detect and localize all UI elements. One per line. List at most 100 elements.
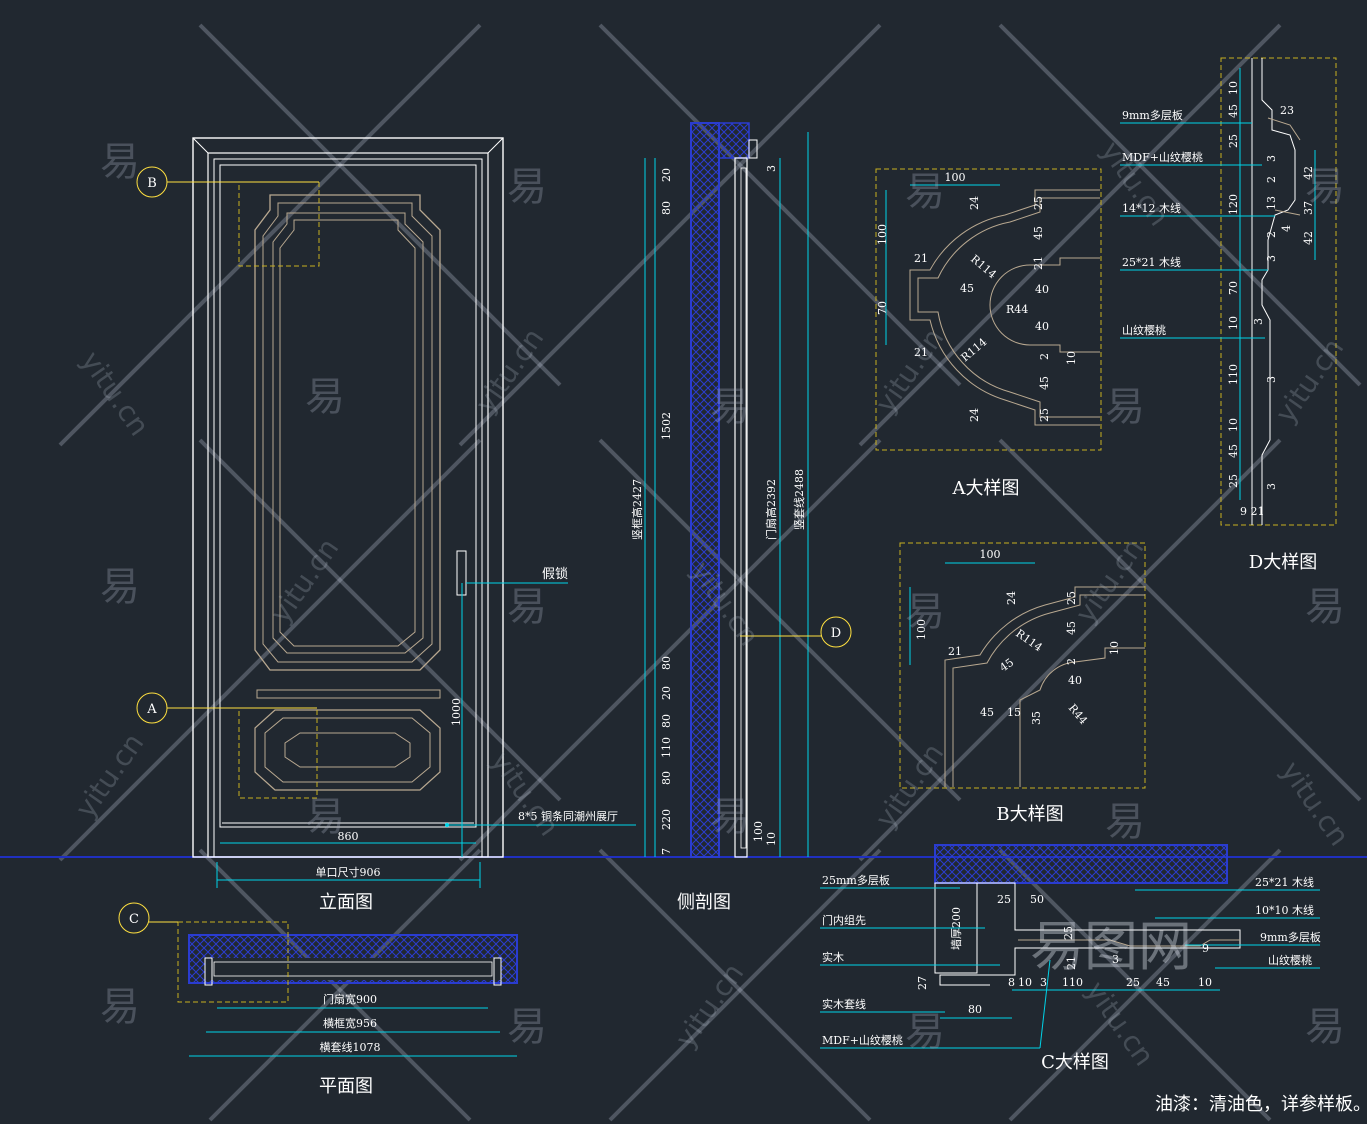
svg-text:易: 易 bbox=[100, 564, 140, 610]
svg-text:7: 7 bbox=[660, 848, 673, 855]
svg-text:70: 70 bbox=[1227, 281, 1240, 295]
svg-text:120: 120 bbox=[1227, 194, 1240, 215]
dim-plan-leaf: 门扇宽900 bbox=[323, 992, 377, 1006]
svg-text:25: 25 bbox=[1032, 196, 1045, 210]
detail-a-title: A大样图 bbox=[952, 478, 1020, 499]
svg-text:R44: R44 bbox=[1066, 702, 1090, 727]
svg-text:10: 10 bbox=[1227, 418, 1240, 432]
svg-text:100: 100 bbox=[980, 548, 1001, 561]
svg-text:21: 21 bbox=[1032, 256, 1045, 270]
svg-text:15: 15 bbox=[1007, 706, 1021, 719]
svg-text:2: 2 bbox=[1065, 658, 1078, 665]
svg-text:3: 3 bbox=[1112, 953, 1119, 966]
svg-text:70: 70 bbox=[876, 301, 889, 315]
svg-text:门内组先: 门内组先 bbox=[822, 913, 866, 927]
svg-text:20: 20 bbox=[660, 168, 673, 182]
section-title: 侧剖图 bbox=[677, 892, 731, 913]
svg-text:yitu.cn: yitu.cn bbox=[1274, 755, 1356, 852]
svg-text:3: 3 bbox=[1252, 318, 1265, 325]
svg-text:易: 易 bbox=[1305, 164, 1345, 210]
callout-d-letter: D bbox=[831, 626, 841, 641]
svg-text:易: 易 bbox=[710, 794, 750, 840]
svg-text:25: 25 bbox=[1065, 591, 1078, 605]
svg-text:20: 20 bbox=[660, 686, 673, 700]
svg-text:10: 10 bbox=[1227, 81, 1240, 95]
detail-d-dims-right: 23 42 37 42 3 2 13 4 2 3 3 3 3 bbox=[1252, 104, 1315, 490]
svg-text:110: 110 bbox=[1227, 364, 1240, 385]
watermark-logo: 易图网 bbox=[1030, 915, 1192, 978]
svg-text:21: 21 bbox=[948, 645, 962, 658]
svg-text:24: 24 bbox=[968, 196, 981, 210]
svg-text:10: 10 bbox=[1018, 976, 1032, 989]
svg-text:14*12 木线: 14*12 木线 bbox=[1122, 201, 1181, 215]
svg-text:3: 3 bbox=[1040, 976, 1047, 989]
dim-top: 3 bbox=[765, 165, 778, 172]
svg-text:yitu.cn: yitu.cn bbox=[669, 957, 751, 1054]
svg-text:9mm多层板: 9mm多层板 bbox=[1260, 930, 1321, 944]
svg-text:25: 25 bbox=[1062, 926, 1075, 940]
svg-text:MDF+山纹樱桃: MDF+山纹樱桃 bbox=[1122, 150, 1203, 164]
svg-text:45: 45 bbox=[980, 706, 994, 719]
dim-opening: 单口尺寸906 bbox=[316, 865, 381, 879]
svg-text:10: 10 bbox=[1065, 351, 1078, 365]
svg-text:42: 42 bbox=[1302, 166, 1315, 180]
svg-text:R44: R44 bbox=[1006, 303, 1028, 316]
svg-text:25*21 木线: 25*21 木线 bbox=[1122, 255, 1181, 269]
svg-text:80: 80 bbox=[660, 201, 673, 215]
svg-text:墙厚200: 墙厚200 bbox=[949, 907, 963, 950]
watermark-lines bbox=[58, 23, 1362, 1122]
svg-text:45: 45 bbox=[1032, 226, 1045, 240]
svg-text:80: 80 bbox=[660, 771, 673, 785]
svg-text:2: 2 bbox=[1265, 176, 1278, 183]
svg-text:易: 易 bbox=[507, 1004, 547, 1050]
svg-text:40: 40 bbox=[1068, 674, 1082, 687]
dim-bottom-b: 10 bbox=[765, 832, 778, 846]
svg-text:25: 25 bbox=[997, 893, 1011, 906]
svg-text:实木套线: 实木套线 bbox=[822, 997, 866, 1011]
svg-text:9mm多层板: 9mm多层板 bbox=[1122, 108, 1183, 122]
plan-view bbox=[118, 902, 518, 1057]
svg-text:50: 50 bbox=[1030, 893, 1044, 906]
svg-text:易: 易 bbox=[507, 584, 547, 630]
svg-text:10: 10 bbox=[1227, 316, 1240, 330]
svg-text:易: 易 bbox=[100, 984, 140, 1030]
svg-text:45: 45 bbox=[1065, 621, 1078, 635]
svg-text:40: 40 bbox=[1035, 283, 1049, 296]
svg-text:45: 45 bbox=[1227, 104, 1240, 118]
svg-text:45: 45 bbox=[1038, 376, 1051, 390]
svg-text:100: 100 bbox=[915, 619, 928, 640]
svg-text:220: 220 bbox=[660, 809, 673, 830]
svg-text:80: 80 bbox=[660, 714, 673, 728]
svg-text:45: 45 bbox=[960, 282, 974, 295]
elevation-view bbox=[136, 137, 636, 888]
svg-text:25: 25 bbox=[1126, 976, 1140, 989]
svg-text:3: 3 bbox=[1265, 155, 1278, 162]
watermark-glyphs: 易 易 易 易 易 易 易 易 易 易 易 易 易 易 易 易 易 易 bbox=[100, 139, 1345, 1055]
svg-text:25mm多层板: 25mm多层板 bbox=[822, 873, 890, 887]
svg-text:R114: R114 bbox=[968, 252, 999, 281]
svg-text:80: 80 bbox=[660, 656, 673, 670]
detail-c-title: C大样图 bbox=[1041, 1052, 1109, 1073]
svg-text:山纹樱桃: 山纹樱桃 bbox=[1268, 953, 1312, 967]
svg-text:10*10 木线: 10*10 木线 bbox=[1255, 903, 1314, 917]
svg-text:易: 易 bbox=[1105, 384, 1145, 430]
svg-text:10: 10 bbox=[1108, 641, 1121, 655]
svg-text:25: 25 bbox=[1227, 474, 1240, 488]
callout-d-circle bbox=[820, 616, 852, 648]
svg-text:45: 45 bbox=[1227, 444, 1240, 458]
callout-c-circle bbox=[118, 902, 150, 934]
svg-text:24: 24 bbox=[968, 408, 981, 422]
svg-text:易: 易 bbox=[905, 1009, 945, 1055]
svg-text:21: 21 bbox=[914, 346, 928, 359]
strip-note: 8*5 铜条同潮州展厅 bbox=[518, 809, 618, 823]
svg-text:9: 9 bbox=[1202, 942, 1209, 955]
dim-casing-height: 竖套线2488 bbox=[792, 469, 806, 530]
svg-text:易: 易 bbox=[1105, 799, 1145, 845]
detail-d-bottom-dim: 9 21 bbox=[1240, 505, 1265, 518]
svg-text:易: 易 bbox=[507, 164, 547, 210]
detail-d-view bbox=[1120, 57, 1337, 526]
svg-text:3: 3 bbox=[1265, 255, 1278, 262]
svg-text:21: 21 bbox=[1065, 956, 1078, 970]
svg-text:MDF+山纹樱桃: MDF+山纹樱桃 bbox=[822, 1033, 903, 1047]
